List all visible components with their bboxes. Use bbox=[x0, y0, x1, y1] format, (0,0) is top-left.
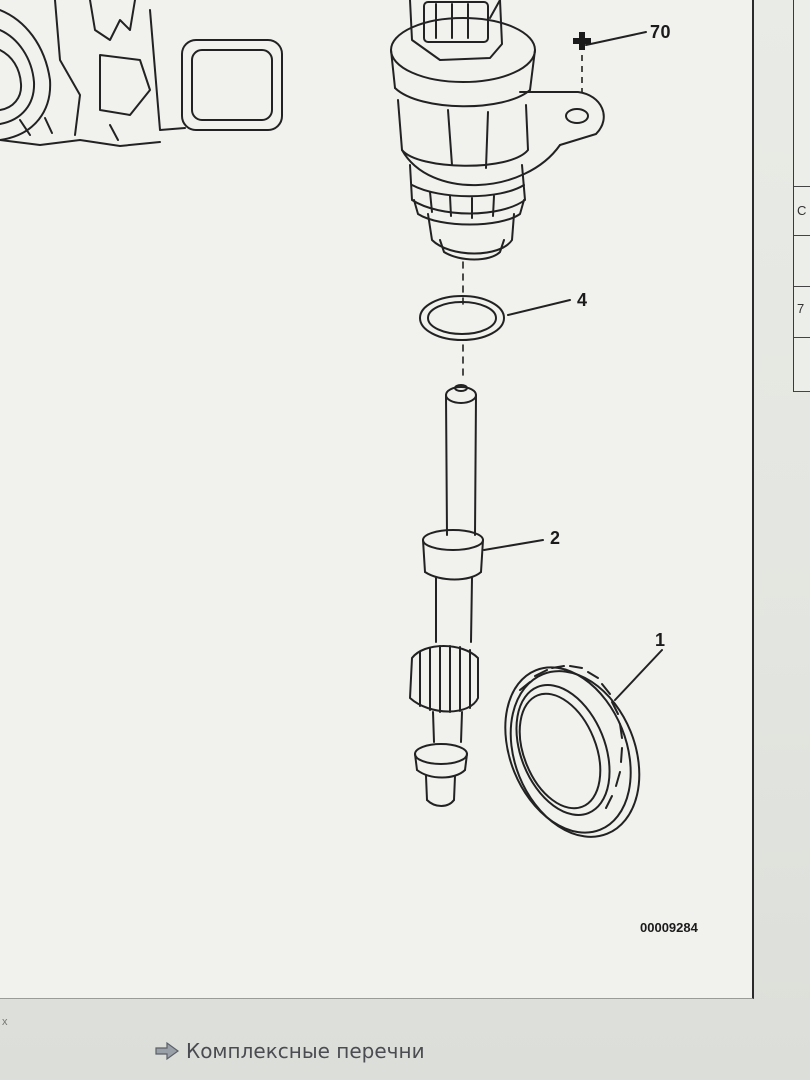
callout-1: 1 bbox=[655, 630, 666, 650]
complex-lists-link[interactable]: Комплексные перечни bbox=[154, 1038, 425, 1064]
callout-4: 4 bbox=[577, 290, 588, 310]
drive-gear-ring bbox=[504, 665, 641, 838]
arrow-right-icon bbox=[154, 1041, 180, 1061]
parts-diagram: 70 4 2 1 00009284 bbox=[0, 0, 754, 999]
drawing-number: 00009284 bbox=[640, 920, 698, 935]
callout-2: 2 bbox=[550, 528, 561, 548]
parts-table-edge: С 7 bbox=[793, 0, 810, 392]
table-row bbox=[794, 236, 810, 287]
table-cell: С bbox=[797, 203, 807, 218]
table-row: 7 bbox=[794, 287, 810, 338]
engine-housing-fragment bbox=[0, 0, 283, 147]
sidebar-mark: x bbox=[2, 1016, 8, 1028]
callout-70: 70 bbox=[650, 22, 672, 42]
table-row bbox=[794, 338, 810, 392]
complex-lists-link-label: Комплексные перечни bbox=[186, 1039, 425, 1063]
table-cell: 7 bbox=[797, 301, 805, 316]
table-row bbox=[794, 0, 810, 187]
exploded-parts-drawing bbox=[0, 0, 663, 838]
table-row: С bbox=[794, 187, 810, 236]
o-ring bbox=[419, 295, 505, 341]
torque-cross-icon bbox=[573, 32, 591, 92]
speed-sensor bbox=[390, 0, 605, 261]
drive-shaft bbox=[409, 384, 484, 807]
